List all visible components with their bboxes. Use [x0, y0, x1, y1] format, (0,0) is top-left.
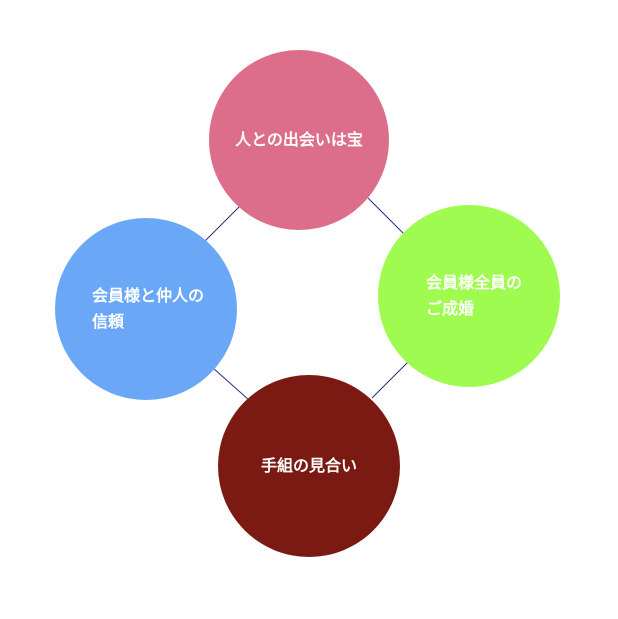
connector-top-right — [367, 197, 405, 235]
node-right: 会員様全員の ご成婚 — [378, 205, 560, 387]
node-left: 会員様と仲人の 信頼 — [55, 218, 237, 400]
node-left-label: 会員様と仲人の 信頼 — [91, 286, 204, 331]
node-right-label: 会員様全員の ご成婚 — [425, 273, 522, 318]
connector-top-left — [203, 205, 241, 243]
connector-bottom-right — [371, 359, 411, 399]
node-top-label: 人との出会いは宝 — [235, 130, 363, 149]
node-top: 人との出会いは宝 — [209, 50, 389, 230]
node-bottom: 手組の見合い — [218, 375, 400, 557]
node-bottom-label: 手組の見合い — [260, 456, 357, 475]
connector-left-bottom — [212, 367, 250, 401]
